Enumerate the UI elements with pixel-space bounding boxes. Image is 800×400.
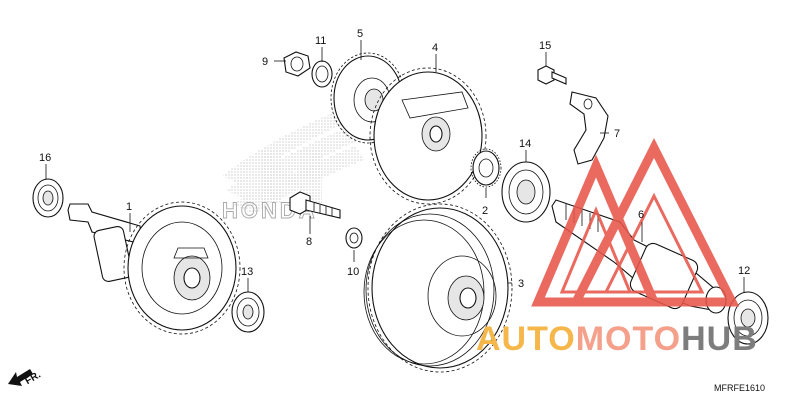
front-direction-indicator: FR. bbox=[8, 369, 43, 387]
drawing-code: MFRFE1610 bbox=[714, 383, 765, 393]
callout-8: 8 bbox=[306, 236, 312, 248]
watermark-prefix: AUTO bbox=[476, 320, 576, 358]
watermark-text: AUTOMOTOHUB bbox=[476, 320, 758, 358]
callout-14: 14 bbox=[519, 138, 531, 150]
callout-labels: 1 2 3 4 5 6 7 8 9 10 11 12 13 14 15 16 bbox=[39, 28, 750, 290]
callout-6: 6 bbox=[638, 209, 644, 221]
part-13-bearing bbox=[231, 291, 265, 333]
callout-16: 16 bbox=[39, 152, 51, 164]
callout-7: 7 bbox=[614, 128, 620, 140]
part-10-washer bbox=[345, 227, 363, 249]
part-7-bracket bbox=[569, 91, 609, 165]
callout-13: 13 bbox=[241, 266, 253, 278]
part-4-large-gear bbox=[369, 67, 487, 205]
callout-4: 4 bbox=[432, 42, 438, 54]
callout-10: 10 bbox=[347, 266, 359, 278]
callout-12: 12 bbox=[738, 265, 750, 277]
callout-5: 5 bbox=[357, 28, 363, 40]
svg-text:AUTOMOTOHUB: AUTOMOTOHUB bbox=[476, 320, 758, 358]
part-2-needle-bearing bbox=[470, 148, 502, 188]
part-15-bolt bbox=[537, 65, 567, 85]
callout-3: 3 bbox=[518, 278, 524, 290]
part-16-bearing bbox=[32, 178, 64, 218]
part-3-gear-assembly bbox=[363, 203, 513, 373]
callout-1: 1 bbox=[126, 201, 132, 213]
callout-2: 2 bbox=[482, 205, 488, 217]
part-14-bearing bbox=[501, 161, 551, 223]
part-11-washer bbox=[311, 60, 333, 88]
honda-wing-logo: HONDA bbox=[222, 110, 364, 223]
callout-11: 11 bbox=[315, 35, 326, 47]
watermark-middle: MOTO bbox=[576, 320, 681, 358]
watermark-triangles bbox=[531, 138, 740, 307]
front-arrow-icon bbox=[8, 369, 33, 386]
watermark-suffix: HUB bbox=[681, 320, 758, 358]
part-8-bolt bbox=[289, 191, 341, 219]
callout-9: 9 bbox=[262, 56, 268, 68]
part-1-gear-shaft bbox=[67, 201, 241, 335]
part-9-nut bbox=[283, 51, 311, 77]
leader-lines bbox=[45, 40, 745, 292]
callout-15: 15 bbox=[539, 40, 551, 52]
